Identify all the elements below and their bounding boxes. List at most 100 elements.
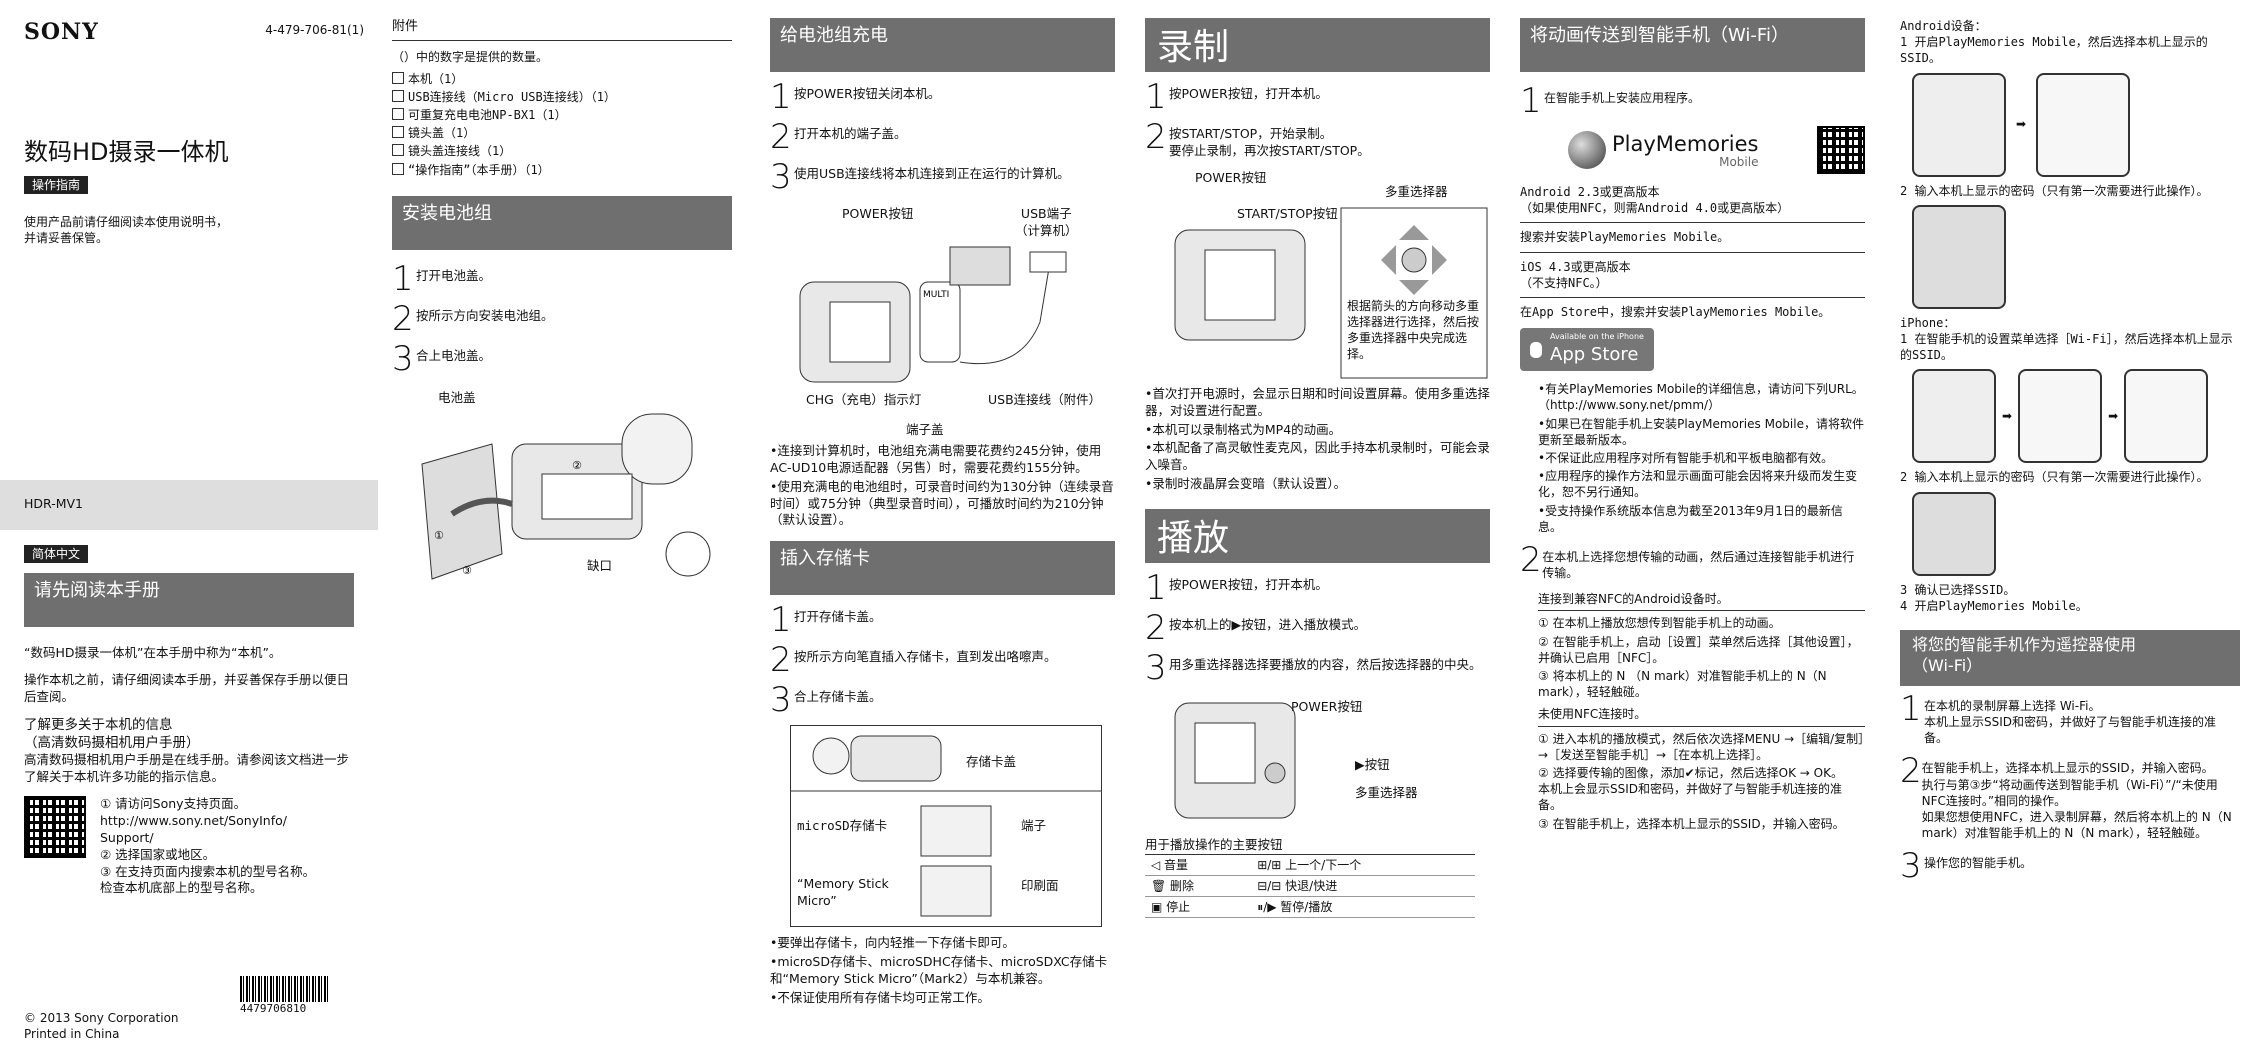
- accessory-label: “操作指南”（本手册）（1）: [408, 162, 550, 177]
- read-first-title: 请先阅读本手册: [24, 573, 354, 628]
- charge-figure: POWER按钮 USB端子 （计算机） MULTI CHG（充电）指示灯 USB…: [770, 202, 1115, 422]
- app-store-text: App Store: [1550, 343, 1639, 365]
- accessory-item: “操作指南”（本手册）（1）: [392, 162, 732, 178]
- play-table-title: 用于播放操作的主要按钮: [1145, 837, 1283, 852]
- print-side-label: 印刷面: [1021, 878, 1059, 894]
- camera-play-illustration: [1174, 702, 1296, 819]
- accessory-label: 可重复充电电池NP-BX1（1）: [408, 108, 567, 123]
- checkbox-icon: [392, 144, 404, 157]
- phone-screen-icon: [2018, 369, 2103, 464]
- power-button-label: POWER按钮: [1291, 699, 1363, 714]
- nfc-title: 连接到兼容NFC的Android设备时。: [1538, 591, 1865, 612]
- play-title: 播放: [1145, 509, 1490, 563]
- step-text: 按START/STOP，开始录制。 要停止录制，再次按START/STOP。: [1169, 126, 1370, 158]
- checkbox-icon: [392, 108, 404, 121]
- nfc-step-2: ② 在智能手机上，启动［设置］菜单然后选择［其他设置］，并确认已启用［NFC］。: [1538, 634, 1859, 665]
- iphone-screens-figure: ➡ ➡: [1912, 369, 2240, 464]
- table-cell: ⊞/⊞ 上一个/下一个: [1251, 854, 1475, 877]
- app-store-small: Available on the iPhone: [1550, 332, 1644, 342]
- usb-cable-label: USB连接线（附件）: [988, 392, 1102, 407]
- table-row: ◁ 音量⊞/⊞ 上一个/下一个: [1145, 854, 1475, 877]
- step-text: 打开本机的端子盖。: [794, 126, 907, 141]
- phone-screen-icon: [2124, 369, 2209, 464]
- record-note-1: •首次打开电源时，会显示日期和时间设置屏幕。使用多重选择器，对设置进行配置。: [1145, 385, 1490, 418]
- more-step-3: ③ 在支持页面内搜索本机的型号名称。 检查本机底部上的型号名称。: [100, 863, 316, 896]
- more-step-1: ① 请访问Sony支持页面。 http://www.sony.net/SonyI…: [100, 796, 287, 845]
- step-text: 在智能手机上安装应用程序。: [1544, 91, 1701, 105]
- more-step-2: ② 选择国家或地区。: [100, 846, 216, 862]
- non-nfc-step-1: ① 进入本机的播放模式，然后依次选择MENU →［编辑/复制］→［发送至智能手机…: [1538, 731, 1865, 762]
- column-cover: SONY 4-479-706-81(1) 数码HD摄录一体机 操作指南 使用产品…: [24, 18, 364, 247]
- android-device-title: Android设备：: [1900, 19, 1987, 33]
- intro-text: 使用产品前请仔细阅读本使用说明书， 并请妥善保管。: [24, 215, 229, 246]
- accessory-item: 镜头盖（1）: [392, 125, 732, 141]
- nfc-step-3: ③ 将本机上的 N （N mark）对准智能手机上的 N（N mark），轻轻触…: [1538, 669, 1827, 700]
- card-cover-label: 存储卡盖: [966, 754, 1017, 770]
- wifi-note-2: •如果已在智能手机上安装PlayMemories Mobile，请将软件更新至最…: [1538, 416, 1864, 447]
- card-note-1: •要弹出存储卡，向内轻推一下存储卡即可。: [770, 935, 1015, 951]
- checkbox-icon: [392, 162, 404, 175]
- accessory-label: USB连接线（Micro USB连接线）（1）: [408, 89, 616, 104]
- iphone-password-figure: [1912, 491, 1996, 576]
- accessory-label: 镜头盖连接线（1）: [408, 144, 512, 159]
- phone-screen-icon: [1912, 369, 1996, 464]
- android-requirement: Android 2.3或更高版本 （如果使用NFC，则需Android 4.0或…: [1520, 185, 1790, 216]
- play-button-label: ▶按钮: [1355, 757, 1390, 772]
- record-figure: POWER按钮 START/STOP按钮 多重选择器 根据箭头的方向移动多重选择…: [1145, 170, 1490, 380]
- barcode-number: 4479706810: [240, 1002, 307, 1015]
- step-text: 操作您的智能手机。: [1924, 856, 2033, 871]
- charge-note-2: •使用充满电的电池组时，可录音时间约为130分钟（连续录音时间）或75分钟（典型…: [770, 478, 1114, 528]
- step-text: 按POWER按钮，打开本机。: [1169, 577, 1328, 592]
- remote-title: 将您的智能手机作为遥控器使用 （Wi-Fi）: [1900, 629, 2240, 686]
- table-cell: 🗑 删除: [1145, 875, 1252, 898]
- barcode-icon: [240, 976, 330, 1002]
- accessory-item: USB连接线（Micro USB连接线）（1）: [392, 89, 732, 105]
- step-text: 合上存储卡盖。: [794, 689, 882, 705]
- phone-screen-icon: [1912, 72, 2006, 177]
- arrow-right-icon: ➡: [2016, 117, 2027, 132]
- step-text: 在本机的录制屏幕上选择 Wi-Fi。: [1924, 698, 2101, 713]
- sony-logo: SONY: [24, 19, 99, 45]
- arrow-right-icon: ➡: [2108, 409, 2119, 424]
- memory-stick-label: “Memory Stick Micro”: [797, 876, 889, 909]
- charge-title: 给电池组充电: [770, 18, 1115, 72]
- android-search: 搜索并安装PlayMemories Mobile。: [1520, 230, 1730, 245]
- ios-requirement: iOS 4.3或更高版本 （不支持NFC。）: [1520, 259, 1631, 290]
- charge-note-1: •连接到计算机时，电池组充满电需要花费约245分钟，使用AC-UD10电源适配器…: [770, 442, 1102, 475]
- non-nfc-title: 未使用NFC连接时。: [1538, 706, 1865, 727]
- language-badge: 简体中文: [24, 545, 89, 564]
- wifi-note-1: •有关PlayMemories Mobile的详细信息，请访问下列URL。 （h…: [1538, 382, 1864, 413]
- barcode: 4479706810: [240, 976, 330, 1017]
- doc-number: 4-479-706-81(1): [265, 23, 364, 37]
- card-note-2: •microSD存储卡、microSDHC存储卡、microSDXC存储卡和“M…: [770, 954, 1108, 986]
- iphone-title: iPhone：: [1900, 315, 1956, 330]
- non-nfc-step-3: ③ 在智能手机上，选择本机上显示的SSID，并输入密码。: [1538, 816, 1845, 831]
- wifi-note-3: •不保证此应用程序对所有智能手机和平板电脑都有效。: [1538, 450, 1834, 465]
- multi-selector-desc: 根据箭头的方向移动多重选择器进行选择，然后按多重选择器中央完成选择。: [1347, 298, 1480, 362]
- play-figure: POWER按钮 ▶按钮 多重选择器: [1145, 693, 1490, 833]
- model-band: HDR-MV1: [0, 480, 378, 530]
- step-text: 打开存储卡盖。: [794, 609, 882, 625]
- terminal-label: 端子: [1021, 818, 1047, 834]
- playmemories-logo-sub: Mobile: [1719, 155, 1759, 170]
- guide-badge: 操作指南: [24, 176, 89, 195]
- step-text: 按所示方向笔直插入存储卡，直到发出咯嚓声。: [794, 649, 1057, 665]
- step-text: 按POWER按钮，打开本机。: [1169, 86, 1328, 101]
- start-stop-label: START/STOP按钮: [1237, 205, 1338, 221]
- multi-selector-label: 多重选择器: [1355, 785, 1418, 800]
- record-note-2: •本机可以录制格式为MP4的动画。: [1145, 421, 1342, 437]
